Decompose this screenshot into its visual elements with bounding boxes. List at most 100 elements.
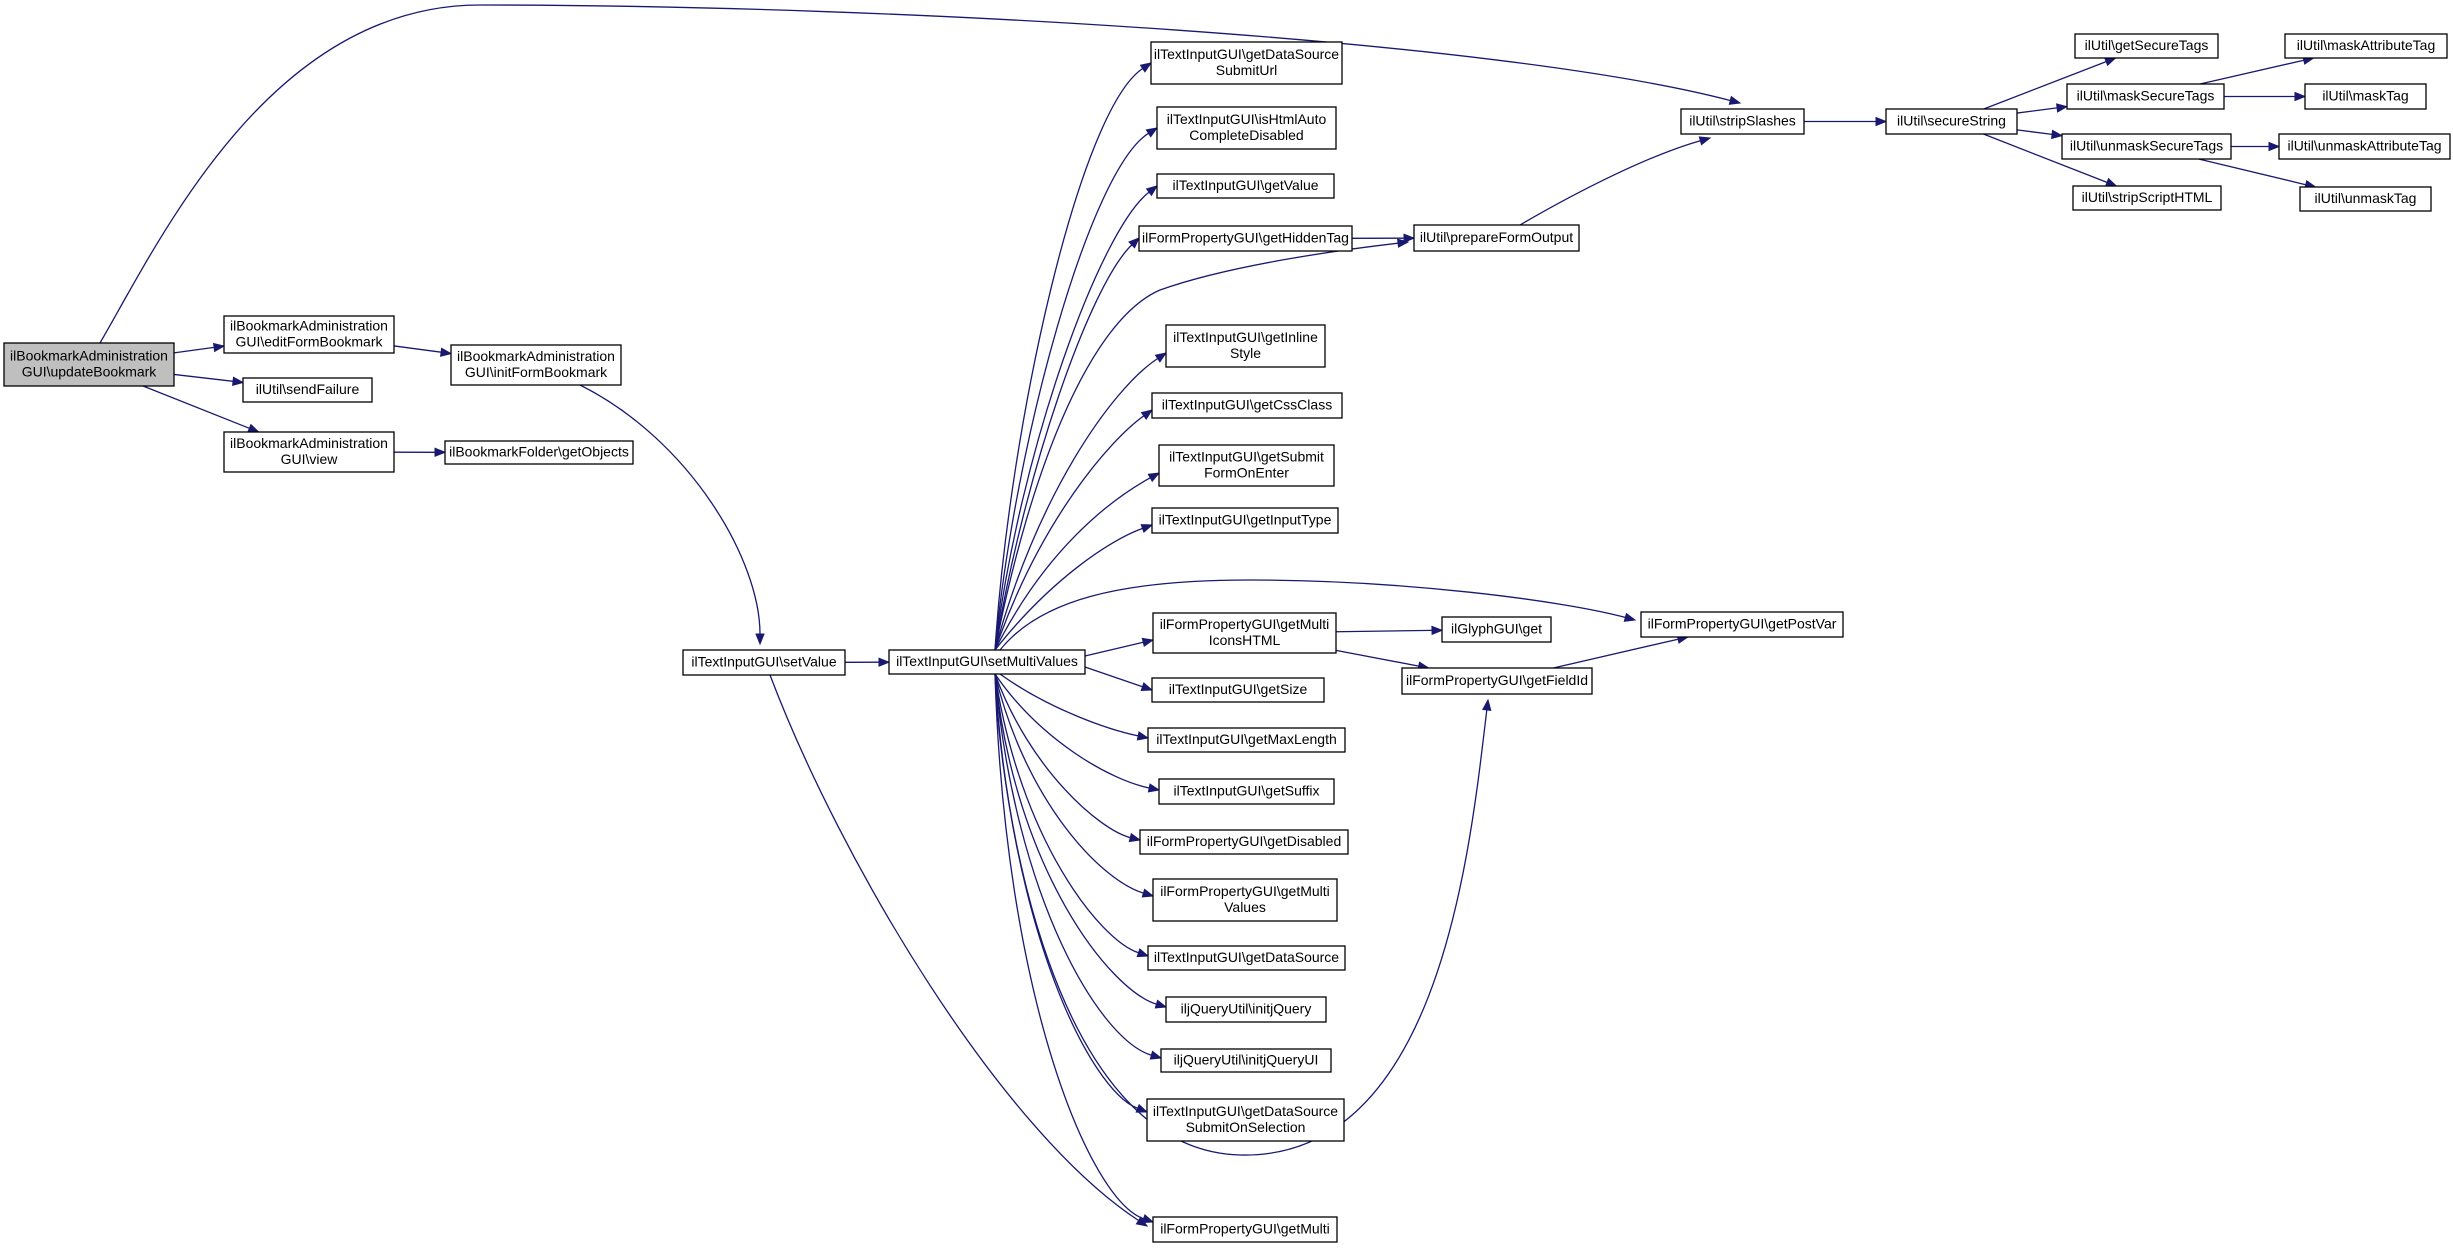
edge-prepareForm-to-stripSlashes [1519,136,1712,226]
edge-setMulti-to-multiValues [994,673,1155,898]
edge-editForm-to-initForm [393,345,453,357]
node-label: ilGlyphGUI\get [1451,621,1542,637]
node-box [1158,444,1335,487]
edge-multiIcons-to-glyph [1335,625,1444,636]
node-box [2284,33,2448,59]
node-initjQueryUI[interactable]: iljQueryUtil\initjQueryUI [1160,1048,1332,1073]
edge-setMulti-to-dataSource [994,673,1150,958]
node-maskAttr[interactable]: ilUtil\maskAttributeTag [2284,33,2448,59]
edge-fieldId-to-postVar [1553,634,1690,669]
node-label: ilTextInputGUI\getInputType [1159,512,1332,528]
edge-setValue-to-getMulti [769,674,1149,1227]
node-isHtmlAuto[interactable]: ilTextInputGUI\isHtmlAutoCompleteDisable… [1156,106,1337,150]
edge-setMulti-to-initjQueryUI [994,673,1163,1060]
node-maxLength[interactable]: ilTextInputGUI\getMaxLength [1147,727,1346,753]
node-box [1165,324,1326,368]
arrowhead [1140,524,1154,533]
node-getValue[interactable]: ilTextInputGUI\getValue [1156,173,1335,199]
edge-setMulti-to-getSuffix [994,673,1161,793]
node-box [1147,945,1346,971]
node-unmaskTag[interactable]: ilUtil\unmaskTag [2299,186,2432,212]
node-dsSubmitSel[interactable]: ilTextInputGUI\getDataSourceSubmitOnSele… [1146,1098,1345,1142]
node-label: ilUtil\unmaskAttributeTag [2287,138,2441,154]
arrowhead [2056,103,2069,113]
node-label: CompleteDisabled [1189,127,1303,143]
node-stripScript[interactable]: ilUtil\stripScriptHTML [2072,185,2222,211]
arrowhead [1403,233,1416,243]
node-initjQuery[interactable]: iljQueryUtil\initjQuery [1165,996,1327,1023]
node-postVar[interactable]: ilFormPropertyGUI\getPostVar [1640,611,1844,638]
arrowhead [2051,129,2064,140]
edge-setMulti-to-isHtmlAuto [994,127,1159,651]
arrowhead [1136,948,1150,958]
arrowhead [2268,141,2281,152]
node-label: ilTextInputGUI\getDataSource [1153,1103,1338,1119]
node-box [1885,108,2018,135]
node-getObjects[interactable]: ilBookmarkFolder\getObjects [444,440,634,465]
node-editForm[interactable]: ilBookmarkAdministrationGUI\editFormBook… [223,315,395,354]
node-box [450,344,622,386]
arrowhead [213,342,226,353]
node-secureString[interactable]: ilUtil\secureString [1885,108,2018,135]
node-cssClass[interactable]: ilTextInputGUI\getCssClass [1151,392,1343,419]
edge-secureString-to-maskSecureTags [2016,103,2069,114]
node-glyph[interactable]: ilGlyphGUI\get [1441,616,1552,643]
node-getMulti[interactable]: ilFormPropertyGUI\getMulti [1152,1216,1338,1243]
node-box [1152,1216,1338,1243]
node-fieldId[interactable]: ilFormPropertyGUI\getFieldId [1401,667,1593,695]
node-box [1165,996,1327,1023]
node-dataSource[interactable]: ilTextInputGUI\getDataSource [1147,945,1346,971]
node-unmaskSecureTags[interactable]: ilUtil\unmaskSecureTags [2061,133,2232,160]
node-label: ilUtil\sendFailure [256,381,360,397]
call-graph-nodes: ilBookmarkAdministrationGUI\updateBookma… [3,33,2451,1243]
node-getSize[interactable]: ilTextInputGUI\getSize [1151,677,1325,703]
node-maskSecureTags[interactable]: ilUtil\maskSecureTags [2066,83,2225,110]
node-setValue[interactable]: ilTextInputGUI\setValue [682,649,846,676]
node-label: ilTextInputGUI\setValue [691,654,836,670]
node-box [2061,133,2232,160]
node-label: ilUtil\maskAttributeTag [2297,37,2436,53]
node-label: ilTextInputGUI\getSubmit [1169,449,1324,465]
edge-setMulti-to-getSize [1084,666,1154,692]
node-box [1147,727,1346,753]
node-setMulti[interactable]: ilTextInputGUI\setMultiValues [888,649,1086,675]
node-label: ilBookmarkAdministration [230,318,388,334]
node-box [1151,392,1343,419]
node-label: ilUtil\maskSecureTags [2077,88,2215,104]
edge-setValue-to-setMulti [844,657,891,667]
node-getDisabled[interactable]: ilFormPropertyGUI\getDisabled [1139,829,1349,855]
node-initForm[interactable]: ilBookmarkAdministrationGUI\initFormBook… [450,344,622,386]
node-stripSlashes[interactable]: ilUtil\stripSlashes [1680,108,1805,135]
node-prepareForm[interactable]: ilUtil\prepareFormOutput [1413,224,1580,252]
edge-unmaskSecureTags-to-unmaskTag [2198,158,2317,190]
node-getSecureTags[interactable]: ilUtil\getSecureTags [2074,33,2219,59]
edge-maskSecureTags-to-maskTag [2224,91,2307,102]
node-inputType[interactable]: ilTextInputGUI\getInputType [1151,507,1339,534]
node-sendFailure[interactable]: ilUtil\sendFailure [242,377,373,403]
arrowhead [1141,637,1155,648]
arrowhead [1145,185,1159,197]
edge-root-to-stripSlashes [99,4,1742,344]
node-unmaskAttr[interactable]: ilUtil\unmaskAttributeTag [2278,133,2451,160]
node-hiddenTag[interactable]: ilFormPropertyGUI\getHiddenTag [1138,225,1353,252]
call-graph-edges [99,4,2317,1227]
node-getSuffix[interactable]: ilTextInputGUI\getSuffix [1158,778,1335,805]
arrowhead [755,633,765,646]
node-box [444,440,634,465]
node-box [1139,829,1349,855]
node-label: ilTextInputGUI\getMaxLength [1156,731,1337,747]
node-root[interactable]: ilBookmarkAdministrationGUI\updateBookma… [3,342,175,387]
node-maskTag[interactable]: ilUtil\maskTag [2304,83,2427,110]
node-label: GUI\view [281,451,339,467]
arrowhead [1482,698,1492,711]
node-box [1150,41,1343,85]
node-label: ilFormPropertyGUI\getMulti [1160,1221,1330,1237]
node-label: ilFormPropertyGUI\getFieldId [1406,672,1588,688]
node-label: GUI\initFormBookmark [465,364,608,380]
